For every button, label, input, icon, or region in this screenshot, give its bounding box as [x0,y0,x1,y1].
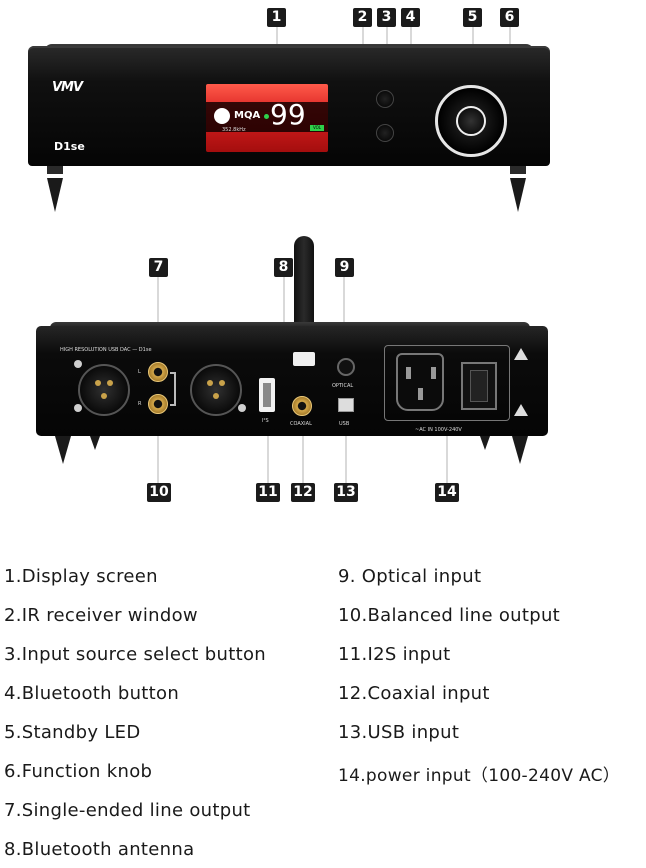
optical-label: OPTICAL [332,383,354,389]
front-model-label: D1se [54,140,85,153]
rear-foot-left-inner [90,436,100,450]
xlr-right-pin-3 [213,393,219,399]
callout-9: 9 [335,258,354,277]
callout-1: 1 [267,8,286,27]
legend-item-12: 12.Coaxial input [338,683,490,704]
legend-item-4: 4.Bluetooth button [4,683,180,704]
display-volume: 99 [270,98,306,131]
callout-11: 11 [256,483,280,502]
rca-output-left [148,362,168,382]
usb-label: USB [339,421,350,427]
front-foot-left [47,178,63,212]
leader-line-7 [157,277,159,363]
legend-item-7: 7.Single-ended line output [4,800,251,821]
rear-brand-text: HIGH RESOLUTION USB DAC — D1se [60,347,152,353]
legend-item-6: 6.Function knob [4,761,153,782]
i2s-port-slot [263,383,271,407]
iec-pin-2 [431,367,436,379]
coaxial-input-port [292,396,312,416]
callout-7: 7 [149,258,168,277]
balanced-output-left-xlr [78,364,130,416]
warning-icon-top [514,348,528,360]
input-select-button[interactable] [376,124,394,142]
legend-item-13: 13.USB input [338,722,460,743]
balanced-output-right-xlr [190,364,242,416]
screw-2 [74,404,82,412]
optical-input-port [337,358,355,376]
xlr-left-pin-2 [107,380,113,386]
rca-bracket [170,372,176,374]
xlr-left-pin-1 [95,380,101,386]
rear-foot-left [55,436,71,464]
power-panel [384,345,510,421]
legend-item-11: 11.I2S input [338,644,451,665]
legend-item-2: 2.IR receiver window [4,605,198,626]
leader-line-8 [283,277,285,355]
front-brand-logo: VMV [52,80,83,95]
rca-bracket-3 [170,404,176,406]
rear-foot-right [512,436,528,464]
callout-8: 8 [274,258,293,277]
leader-line-11 [267,412,269,484]
callout-14: 14 [435,483,459,502]
legend-item-1: 1.Display screen [4,566,158,587]
iec-pin-1 [406,367,411,379]
power-switch[interactable] [470,370,488,402]
warning-icon-bottom [514,404,528,416]
rca-output-right [148,394,168,414]
callout-6: 6 [500,8,519,27]
callout-12: 12 [291,483,315,502]
screw-3 [238,404,246,412]
usb-input-port [338,398,354,412]
callout-3: 3 [377,8,396,27]
front-foot-left-cap [47,166,63,174]
iec-power-inlet [396,353,444,411]
leader-line-13 [345,414,347,484]
legend-item-3: 3.Input source select button [4,644,266,665]
legend-item-10: 10.Balanced line output [338,605,561,626]
rear-foot-right-inner [480,436,490,450]
display-format: MQA [234,110,261,121]
callout-10: 10 [147,483,171,502]
xlr-left-pin-3 [101,393,107,399]
screw-1 [74,360,82,368]
i2s-label: I²S [262,418,269,424]
display-sample-rate: 352.8kHz [222,127,246,133]
coaxial-label: COAXIAL [290,421,312,427]
ir-receiver-window [376,90,394,108]
front-foot-right-cap [510,166,526,174]
legend-item-9: 9. Optical input [338,566,482,587]
antenna-connector [293,352,315,366]
mqa-logo-icon [214,108,230,124]
front-foot-right [510,178,526,212]
callout-13: 13 [334,483,358,502]
xlr-right-pin-1 [207,380,213,386]
callout-2: 2 [353,8,372,27]
callout-5: 5 [463,8,482,27]
iec-pin-3 [418,388,423,400]
mqa-indicator-icon [264,114,269,119]
leader-line-9 [343,277,345,361]
leader-line-12 [302,416,304,484]
rca-right-label: R [138,401,142,407]
legend-item-5: 5.Standby LED [4,722,141,743]
function-knob[interactable] [456,106,486,136]
rca-left-label: L [138,369,141,375]
legend-item-14: 14.power input（100-240V AC） [338,766,621,786]
display-volume-tag: VOL [310,125,324,131]
rca-bracket-2 [174,372,176,406]
callout-4: 4 [401,8,420,27]
ac-in-label: ~AC IN 100V-240V [415,427,462,433]
xlr-right-pin-2 [219,380,225,386]
legend-item-8: 8.Bluetooth antenna [4,839,195,860]
leader-line-10 [157,430,159,484]
